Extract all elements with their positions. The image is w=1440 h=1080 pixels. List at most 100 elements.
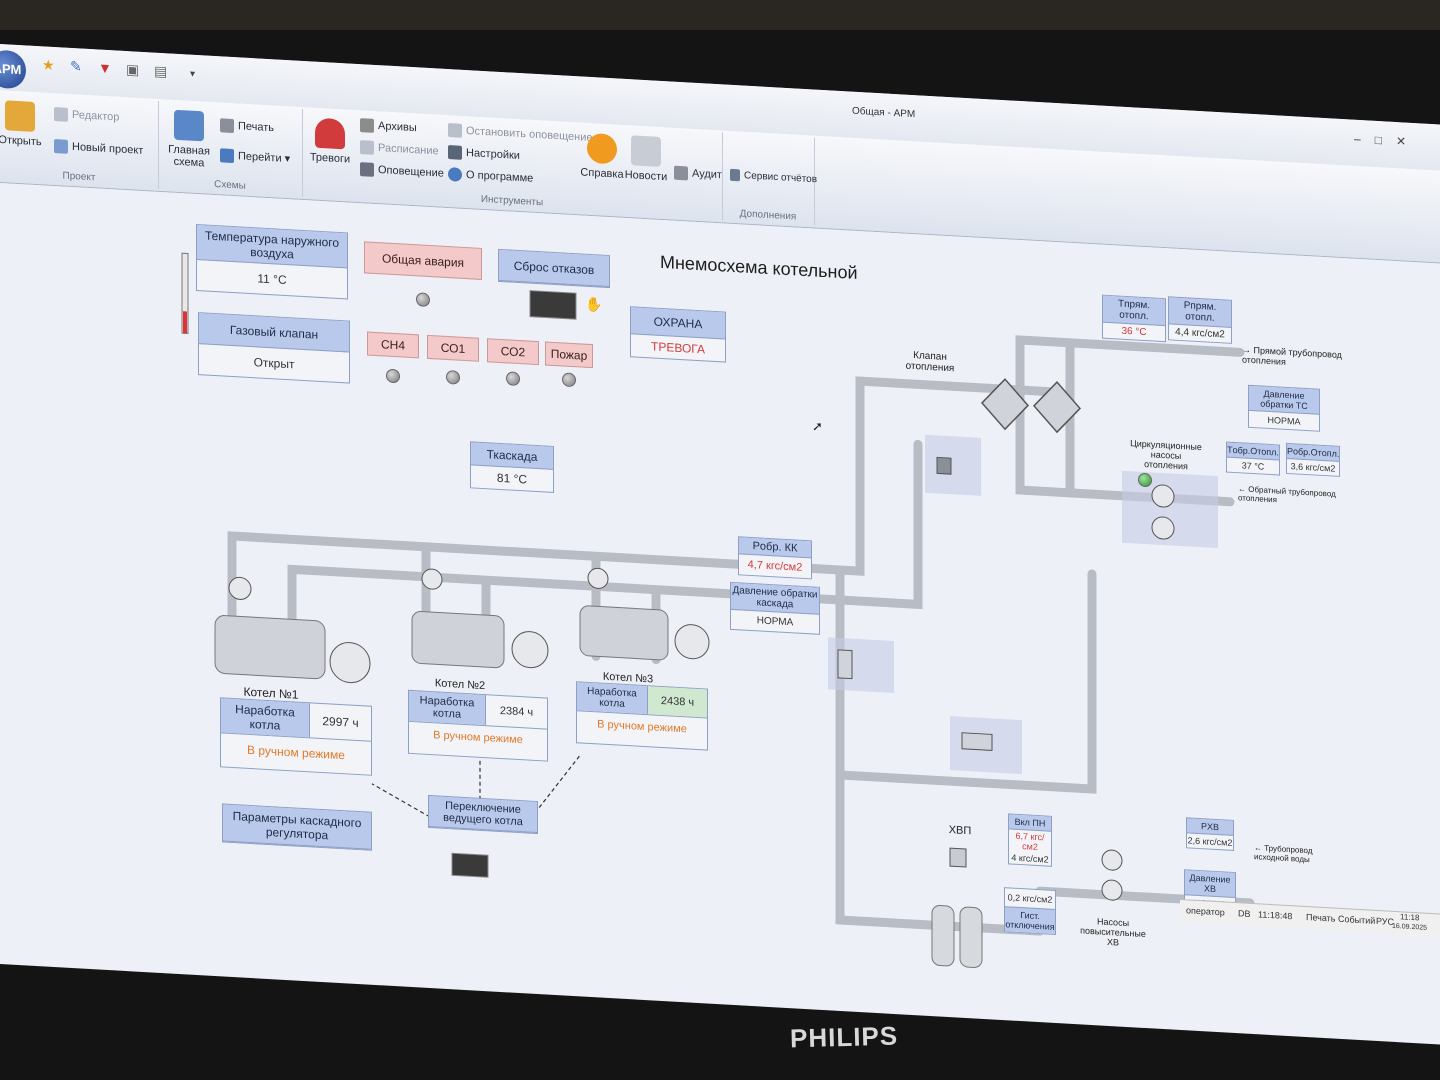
info-icon <box>448 167 462 182</box>
switch-arrows <box>371 754 581 818</box>
p-ret-cascade-value: НОРМА <box>756 615 794 629</box>
security-value: ТРЕВОГА <box>651 339 705 357</box>
t-cascade-panel: Ткаскада 81 °С <box>470 441 554 493</box>
boiler-2-runtime-label: Наработка котла <box>409 690 486 726</box>
star-icon[interactable]: ★ <box>42 56 55 74</box>
thermometer <box>181 252 189 335</box>
hvp-tank-2 <box>959 906 983 968</box>
boiler-pump-1 <box>228 576 252 600</box>
report-icon <box>730 168 740 182</box>
return-pipe-line <box>287 439 923 644</box>
stop-notification-button[interactable]: Остановить оповещение <box>448 123 593 145</box>
audit-icon <box>674 165 688 181</box>
report-service-button[interactable]: Сервис отчётов <box>730 168 817 186</box>
audit-button[interactable]: Аудит <box>674 165 722 183</box>
t-supply-panel: Tпрям. отопл. 36 °С <box>1102 294 1166 343</box>
window-controls[interactable]: –□✕ <box>1354 131 1420 150</box>
p-supply-panel: Pпрям. отопл. 4,4 кгс/см2 <box>1168 296 1232 344</box>
cascade-params-button[interactable]: Параметры каскадного регулятора <box>222 803 372 851</box>
help-icon <box>587 132 617 165</box>
lamp-co2 <box>506 371 520 387</box>
t-cascade-value: 81 °С <box>496 470 528 487</box>
edit-icon[interactable]: ✎ <box>70 57 82 75</box>
t-supply-label: Tпрям. отопл. <box>1103 295 1165 327</box>
p-on-panel: Вкл ПН 6,7 кгс/см2 4 кгс/см2 <box>1008 813 1052 867</box>
burner-fan-1 <box>329 642 371 684</box>
cascade-params-label: Параметры каскадного регулятора <box>223 804 371 850</box>
print-button[interactable]: Печать <box>220 118 274 135</box>
p-supply-value: 4,4 кгс/см2 <box>1175 326 1225 341</box>
taskbar-clock: 11:18 <box>1400 912 1420 923</box>
taskbar-user[interactable]: оператор <box>1186 905 1225 918</box>
print-icon[interactable]: ▤ <box>154 62 168 80</box>
p-off-label: Гист. отключения <box>1005 906 1055 934</box>
p-ret-kk-value: 4,7 кгс/см2 <box>747 558 803 574</box>
notification-button[interactable]: Оповещение <box>360 162 444 181</box>
circ-pump-area <box>1122 470 1218 549</box>
lead-switch-button[interactable]: Переключение ведущего котла <box>428 794 538 835</box>
p-ret-ts-label: Давление обратки ТС <box>1249 385 1319 415</box>
document-icon <box>54 139 68 154</box>
flow-meter <box>961 732 993 751</box>
sensor-co1: СО1 <box>427 334 479 362</box>
booster-pump-2 <box>1101 879 1123 901</box>
editor-button[interactable]: Редактор <box>54 107 119 125</box>
help-button[interactable]: Справка <box>580 132 624 181</box>
arrow-icon <box>220 148 234 164</box>
schedule-button[interactable]: Расписание <box>360 140 439 158</box>
taskbar-db: DB <box>1238 908 1251 919</box>
boiler-1-runtime-value: 2997 ч <box>322 714 359 731</box>
printer-icon <box>220 118 234 134</box>
sensor-fire: Пожар <box>545 341 593 369</box>
mute-icon <box>448 123 462 138</box>
boiler-3-panel: Наработка котла 2438 ч В ручном режиме <box>576 681 708 751</box>
heat-exchanger-1 <box>980 378 1030 431</box>
heat-exchangers <box>980 378 1082 434</box>
new-project-button[interactable]: Новый проект <box>54 139 143 158</box>
open-button[interactable]: Открыть <box>0 100 46 149</box>
taskbar-events[interactable]: Печать Событий <box>1306 912 1376 926</box>
pipe-network <box>181 252 1255 968</box>
group-project: Открыть Редактор Новый проект Проект <box>0 92 159 189</box>
outdoor-temp-panel: Температура наружного воздуха 11 °С <box>196 223 348 300</box>
folder-icon <box>5 100 35 132</box>
thermometer-mercury <box>183 311 187 334</box>
news-button[interactable]: Новости <box>624 135 668 183</box>
p-ret-ts-panel: Давление обратки ТС НОРМА <box>1248 384 1320 432</box>
hand-icon[interactable]: ✋ <box>585 295 603 313</box>
reset-faults-button[interactable]: Сброс отказов <box>498 248 610 289</box>
app-screen: АРМ ★ ✎ ▼ ▣ ▤ ▾ Общая - АРМ –□✕ Открыть … <box>0 44 1440 1045</box>
heat-exchanger-2 <box>1032 380 1082 434</box>
boiler-3-runtime-label: Наработка котла <box>577 682 648 715</box>
group-label: Схемы <box>214 178 246 192</box>
boiler-2-runtime-value: 2384 ч <box>499 704 534 719</box>
goto-button[interactable]: Перейти ▾ <box>220 148 290 166</box>
calendar-icon <box>360 140 374 155</box>
chevron-down-icon[interactable]: ▾ <box>190 68 196 80</box>
alarms-button[interactable]: Тревоги <box>306 117 354 166</box>
booster-pumps-label: Насосы повысительные ХВ <box>1080 916 1146 948</box>
alarm-icon <box>315 117 345 150</box>
burner-fan-2 <box>511 631 549 669</box>
boiler-1-runtime-label: Наработка котла <box>221 698 310 738</box>
lamp-ch4 <box>386 368 400 384</box>
archives-button[interactable]: Архивы <box>360 118 417 135</box>
reset-faults-label: Сброс отказов <box>499 249 609 288</box>
main-scheme-button[interactable]: Главная схема <box>162 109 216 170</box>
app-logo[interactable]: АРМ <box>0 49 26 90</box>
about-button[interactable]: О программе <box>448 167 533 186</box>
filter <box>837 649 853 680</box>
gas-valve-panel: Газовый клапан Открыт <box>198 312 350 384</box>
p-ret-kk-panel: Pобр. КК 4,7 кгс/см2 <box>738 536 812 580</box>
p-xv-norm-label: Давление ХВ <box>1185 870 1235 899</box>
heating-valve-area <box>925 434 981 496</box>
pump-groups <box>828 434 1218 968</box>
hvp-label: ХВП <box>948 824 972 838</box>
boiler-pump-3 <box>587 567 609 589</box>
lamp-co1 <box>446 369 460 385</box>
settings-button[interactable]: Настройки <box>448 145 520 163</box>
taskbar-time: 11:18:48 <box>1258 909 1293 922</box>
alarm-icon[interactable]: ▼ <box>98 59 112 77</box>
switch-screen-icon <box>451 852 489 878</box>
save-icon[interactable]: ▣ <box>126 61 140 78</box>
